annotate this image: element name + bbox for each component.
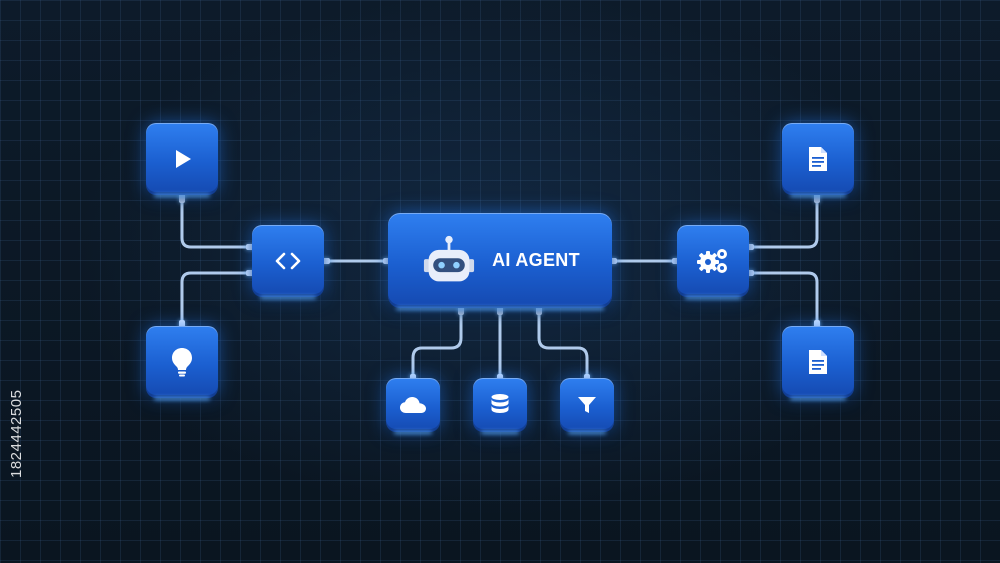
port — [497, 305, 503, 315]
document-icon — [809, 147, 827, 171]
gears-icon — [697, 249, 727, 273]
wire-agent-cloud — [411, 306, 463, 380]
port — [246, 244, 256, 250]
port — [179, 193, 185, 203]
database-node[interactable] — [473, 378, 527, 432]
port — [536, 305, 542, 315]
agent-label: AI AGENT — [492, 250, 580, 270]
ai-agent-node[interactable]: AI AGENT — [388, 213, 612, 308]
document-node-bottom[interactable] — [782, 326, 854, 398]
play-icon — [176, 150, 191, 168]
wire-agent-filter — [537, 306, 589, 380]
wire-settings-docbottom — [747, 271, 819, 327]
settings-node[interactable] — [677, 225, 749, 297]
cloud-icon — [400, 397, 426, 413]
port — [744, 270, 754, 276]
document-icon — [809, 350, 827, 374]
database-icon — [491, 394, 509, 413]
wire-settings-doctop — [747, 194, 819, 249]
robot-icon — [424, 235, 475, 281]
code-node[interactable] — [252, 225, 324, 297]
port — [246, 270, 256, 276]
filter-icon — [578, 397, 596, 413]
port — [179, 320, 185, 330]
wire-play-code — [180, 194, 254, 249]
play-node[interactable] — [146, 123, 218, 195]
port — [320, 258, 330, 264]
filter-node[interactable] — [560, 378, 614, 432]
wire-idea-code — [180, 271, 254, 327]
code-icon — [275, 252, 301, 270]
port — [458, 305, 464, 315]
document-node-top[interactable] — [782, 123, 854, 195]
port — [744, 244, 754, 250]
stock-id-text: 1824442505 — [8, 389, 25, 478]
lightbulb-icon — [172, 348, 192, 377]
port — [814, 193, 820, 203]
idea-node[interactable] — [146, 326, 218, 398]
cloud-node[interactable] — [386, 378, 440, 432]
port — [814, 320, 820, 330]
port — [607, 258, 617, 264]
